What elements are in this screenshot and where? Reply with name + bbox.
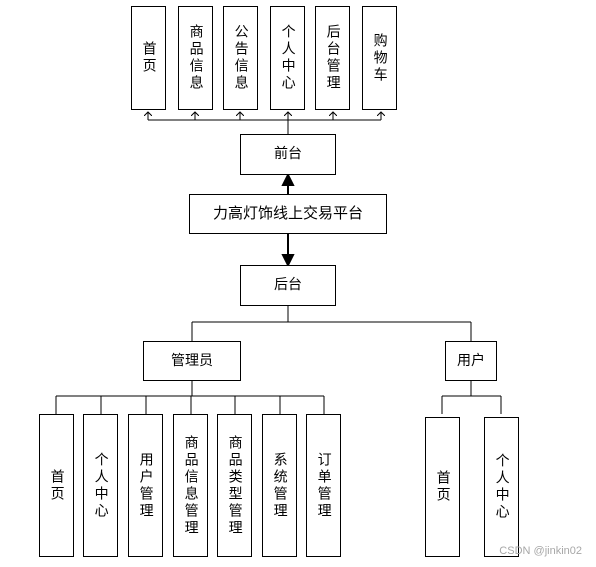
admin-item-personal-center: 个人中心 [83,414,118,557]
user-node: 用户 [445,341,497,381]
admin-item-product-info-management: 商品信息管理 [173,414,208,557]
admin-item-system-management: 系统管理 [262,414,297,557]
admin-item-order-management: 订单管理 [306,414,341,557]
admin-node: 管理员 [143,341,241,381]
frontend-item-shopping-cart: 购物车 [362,6,397,110]
user-item-personal-center: 个人中心 [484,417,519,557]
frontend-item-home: 首页 [131,6,166,110]
user-item-home: 首页 [425,417,460,557]
frontend-item-backend-management: 后台管理 [315,6,350,110]
frontend-item-notice-info: 公告信息 [223,6,258,110]
root-node: 力高灯饰线上交易平台 [189,194,387,234]
admin-item-user-management: 用户管理 [128,414,163,557]
watermark-text: CSDN @jinkin02 [499,545,582,557]
admin-item-home: 首页 [39,414,74,557]
frontend-item-personal-center: 个人中心 [270,6,305,110]
admin-item-product-type-management: 商品类型管理 [217,414,252,557]
frontend-item-product-info: 商品信息 [178,6,213,110]
backend-node: 后台 [240,265,336,306]
frontend-node: 前台 [240,134,336,175]
